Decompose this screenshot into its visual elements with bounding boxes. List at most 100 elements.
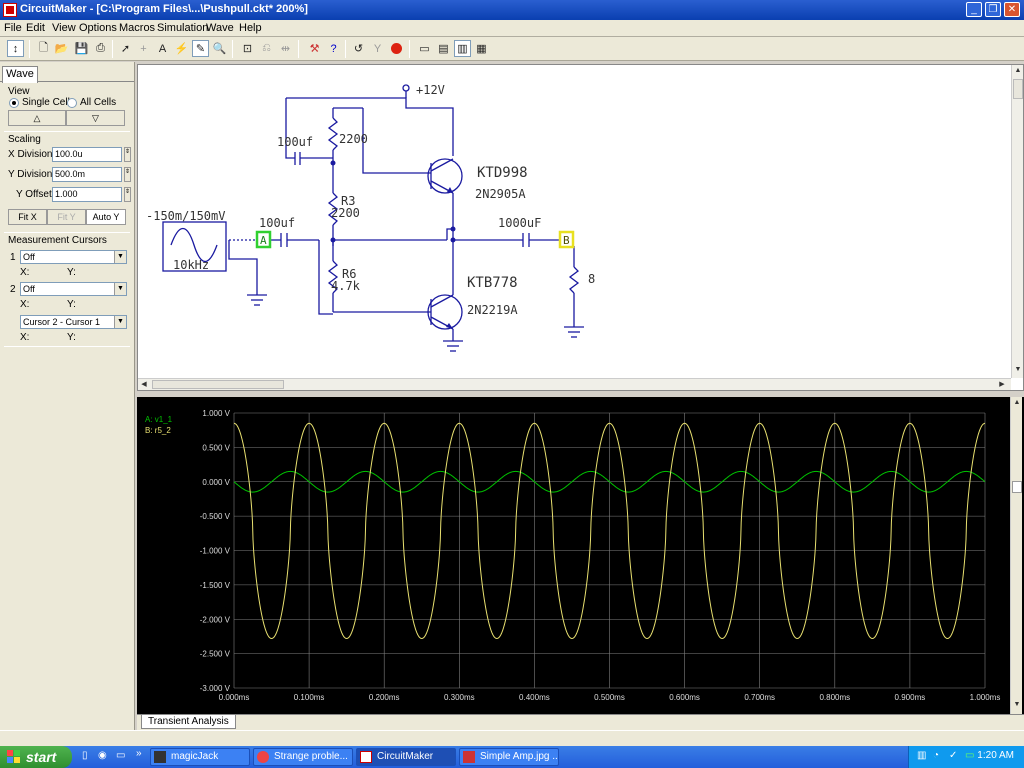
menu-file[interactable]: File — [4, 22, 22, 34]
cell-down-button[interactable]: ▽ — [66, 110, 125, 126]
cursor1-select[interactable]: Off ▼ — [20, 250, 127, 264]
cursor2-value: Off — [23, 284, 35, 294]
auto-y-button[interactable]: Auto Y — [86, 209, 126, 225]
cursor2-select[interactable]: Off ▼ — [20, 282, 127, 296]
y-offset-label: Y Offset — [16, 189, 52, 200]
cell-up-button[interactable]: △ — [8, 110, 66, 126]
waveform-plot[interactable]: 1.000 V0.500 V0.000 V-0.500 V-1.000 V-1.… — [137, 397, 1024, 714]
wire-tool-icon[interactable]: + — [140, 42, 147, 55]
cursor2-y-label: Y: — [67, 299, 76, 310]
security-icon[interactable]: ✓ — [949, 750, 958, 761]
probe-a[interactable] — [255, 230, 272, 249]
waveform-vscroll-thumb[interactable] — [1012, 481, 1022, 493]
schematic-hscroll-thumb[interactable] — [152, 380, 284, 389]
volume-icon[interactable]: ◔ — [933, 750, 940, 761]
y-tick-label: -3.000 V — [200, 684, 231, 693]
print-icon[interactable]: ⎙ — [96, 42, 105, 54]
digital-mode-icon[interactable]: ↕ — [7, 40, 24, 57]
folder-quicklaunch-icon[interactable]: ▭ — [116, 750, 126, 761]
x-division-label: X Division — [8, 149, 53, 160]
close-button[interactable]: ✕ — [1004, 2, 1020, 17]
menu-view[interactable]: View — [52, 22, 76, 34]
scroll-right-icon[interactable]: ▶ — [999, 381, 1005, 388]
scroll-up-icon[interactable]: ▲ — [1014, 67, 1022, 74]
y-offset-spinner[interactable]: ⇕ — [124, 187, 131, 202]
menu-help[interactable]: Help — [239, 22, 262, 34]
app-icon[interactable] — [3, 3, 17, 17]
open-icon[interactable]: 📂 — [54, 43, 69, 55]
x-division-input[interactable]: 100.0u — [52, 147, 122, 162]
menu-wave[interactable]: Wave — [206, 22, 234, 34]
r-top-label: 2200 — [339, 132, 368, 146]
menu-macros[interactable]: Macros — [119, 22, 156, 34]
probe-tool-icon[interactable]: ⚡ — [174, 43, 189, 55]
network-icon[interactable]: ▥ — [917, 750, 927, 761]
all-cells-radio[interactable] — [67, 98, 77, 108]
cursor1-value: Off — [23, 252, 35, 262]
simulate-icon[interactable]: ⚒ — [309, 43, 320, 55]
tab-transient-analysis[interactable]: Transient Analysis — [141, 715, 236, 729]
scroll-up-icon[interactable]: ▲ — [1013, 399, 1021, 406]
quicklaunch-icon[interactable]: ▯ — [82, 750, 88, 761]
y-division-input[interactable]: 500.0m — [52, 167, 122, 182]
battery-icon[interactable]: ▭ — [965, 750, 975, 761]
step-icon[interactable]: Y — [373, 42, 382, 55]
task-magicjack[interactable]: magicJack — [150, 748, 250, 766]
schematic-vscroll-thumb[interactable] — [1013, 79, 1023, 99]
q1-name: KTD998 — [477, 165, 528, 181]
minimize-button[interactable]: _ — [966, 2, 982, 17]
schematic-drawing[interactable]: A B +12V 100uf 2200 R3 2200 R6 4.7k -150… — [138, 65, 1023, 390]
menu-simulation[interactable]: Simulation — [157, 22, 209, 34]
probe-b[interactable] — [558, 230, 575, 249]
title-bar[interactable]: CircuitMaker - [C:\Program Files\...\Pus… — [0, 0, 1024, 20]
task-circuitmaker[interactable]: CircuitMaker — [356, 748, 456, 766]
cursors-group-label: Measurement Cursors — [8, 235, 107, 246]
task-browser[interactable]: Strange proble... — [253, 748, 353, 766]
reset-icon[interactable]: ↺ — [353, 43, 364, 55]
zoom-tool-icon[interactable]: 🔍 — [212, 43, 227, 55]
quicklaunch-overflow-icon[interactable]: » — [136, 748, 142, 759]
scroll-down-icon[interactable]: ▼ — [1013, 701, 1021, 708]
schematic-canvas[interactable]: A B +12V 100uf 2200 R3 2200 R6 4.7k -150… — [137, 64, 1024, 391]
split-view-icon[interactable]: ▤ — [438, 43, 449, 55]
help-icon[interactable]: ? — [330, 42, 337, 55]
rotate-icon[interactable]: ⎌ — [262, 42, 271, 54]
y-division-spinner[interactable]: ⇕ — [124, 167, 131, 182]
delete-tool-icon[interactable]: ✎ — [192, 40, 209, 57]
y-tick-label: 1.000 V — [202, 409, 230, 418]
cursor-diff-select[interactable]: Cursor 2 - Cursor 1 ▼ — [20, 315, 127, 329]
fit-x-button[interactable]: Fit X — [8, 209, 47, 225]
new-icon[interactable]: 🗋 — [39, 42, 48, 54]
stop-icon[interactable] — [388, 40, 405, 57]
schematic-vscrollbar[interactable]: ▲ ▼ — [1011, 65, 1023, 378]
save-icon[interactable]: 💾 — [74, 43, 89, 55]
source-label: -150m/150mV — [146, 209, 225, 223]
chrome-quicklaunch-icon[interactable]: ◉ — [98, 750, 107, 761]
x-tick-label: 0.600ms — [669, 693, 700, 702]
schematic-hscrollbar[interactable]: ◀ ▶ — [138, 378, 1011, 390]
schematic-view-icon[interactable]: ▭ — [419, 43, 430, 55]
dropdown-arrow-icon: ▼ — [114, 316, 126, 328]
fit-y-button[interactable]: Fit Y — [47, 209, 86, 225]
task-image-viewer[interactable]: Simple Amp.jpg ... — [459, 748, 559, 766]
arrow-tool-icon[interactable]: ➚ — [120, 43, 131, 55]
scroll-down-icon[interactable]: ▼ — [1014, 366, 1022, 373]
tab-wave[interactable]: Wave — [2, 66, 38, 83]
wave-view-icon[interactable]: ▥ — [454, 40, 471, 57]
single-cell-radio[interactable] — [9, 98, 19, 108]
menu-options[interactable]: Options — [79, 22, 117, 34]
y-offset-input[interactable]: 1.000 — [52, 187, 122, 202]
start-button[interactable]: start — [0, 746, 72, 768]
zoom-fit-icon[interactable]: ⊡ — [242, 43, 253, 55]
x-division-spinner[interactable]: ⇕ — [124, 147, 131, 162]
cursor1-x-label: X: — [20, 267, 30, 278]
mirror-icon[interactable]: ⇹ — [280, 43, 291, 55]
restore-button[interactable]: ❐ — [985, 2, 1001, 17]
menu-edit[interactable]: Edit — [26, 22, 45, 34]
windows-flag-icon — [7, 750, 20, 763]
scroll-left-icon[interactable]: ◀ — [141, 381, 147, 388]
text-tool-icon[interactable]: A — [158, 42, 167, 55]
analysis-icon[interactable]: ▦ — [476, 43, 487, 55]
waveform-vscrollbar[interactable]: ▲ ▼ — [1010, 397, 1022, 714]
